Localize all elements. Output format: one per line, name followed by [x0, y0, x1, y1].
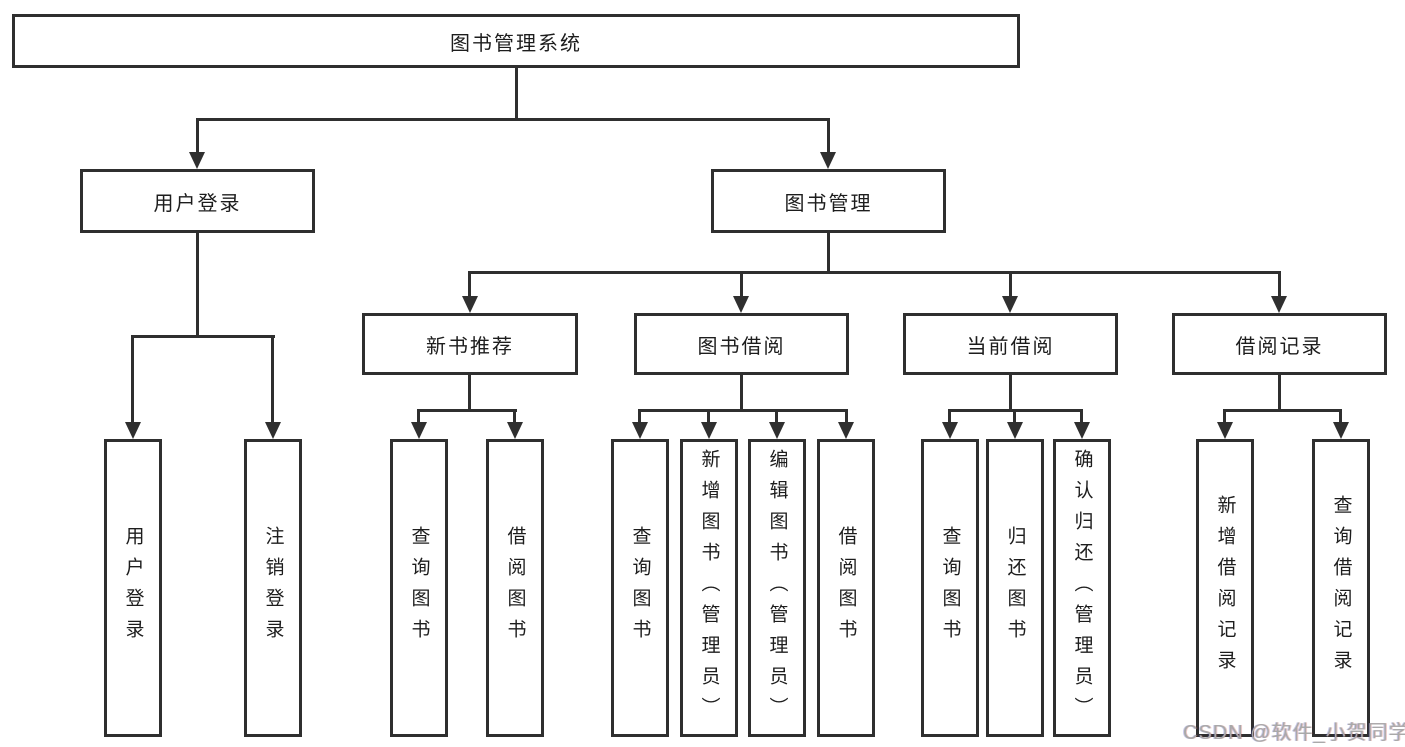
connector-drop-user-login [196, 118, 199, 156]
connector-drop-current-query [948, 409, 951, 425]
arrowhead-logout-icon [265, 422, 281, 439]
leaf-borrowing-borrow-books-label: 借阅图书 [835, 526, 857, 650]
connector-drop-records-query [1339, 409, 1342, 425]
node-current-borrowing: 当前借阅 [903, 313, 1118, 375]
leaf-user-login-label: 用户登录 [122, 526, 144, 650]
leaf-borrowing-edit-books-admin-label: 编辑图书（管理员） [766, 448, 788, 728]
connector-records-bar [1223, 409, 1342, 412]
leaf-logout-label: 注销登录 [262, 526, 284, 650]
leaf-borrowing-edit-books-admin: 编辑图书（管理员） [748, 439, 806, 737]
connector-drop-records-add [1223, 409, 1226, 425]
arrowhead-current-icon [1002, 296, 1018, 313]
arrowhead-new-books-icon [462, 296, 478, 313]
arrowhead-newbooks-query-icon [411, 422, 427, 439]
leaf-newbooks-query-books-label: 查询图书 [408, 526, 430, 650]
connector-borrowing-bar [638, 409, 848, 412]
node-book-borrowing: 图书借阅 [634, 313, 849, 375]
leaf-borrowing-add-books-admin: 新增图书（管理员） [680, 439, 738, 737]
leaf-borrowing-borrow-books: 借阅图书 [817, 439, 875, 737]
watermark: CSDN @软件_小贺同学 [1183, 722, 1405, 744]
leaf-current-return-books-label: 归还图书 [1004, 526, 1026, 650]
connector-drop-borrowing-query [638, 409, 641, 425]
leaf-records-add-borrow-record: 新增借阅记录 [1196, 439, 1254, 737]
connector-newbooks-bar [417, 409, 517, 412]
connector-root-bar [196, 118, 830, 121]
leaf-current-confirm-return-admin: 确认归还（管理员） [1053, 439, 1111, 737]
arrowhead-login-icon [125, 422, 141, 439]
leaf-newbooks-borrow-books: 借阅图书 [486, 439, 544, 737]
arrowhead-book-mgmt-icon [820, 152, 836, 169]
connector-drop-login [131, 335, 134, 425]
connector-records-stem [1278, 375, 1281, 411]
node-root-library-system: 图书管理系统 [12, 14, 1020, 68]
connector-drop-current-return [1013, 409, 1016, 425]
arrowhead-current-confirm-icon [1074, 422, 1090, 439]
arrowhead-borrowing-add-icon [701, 422, 717, 439]
connector-root-stem [515, 68, 518, 120]
leaf-borrowing-query-books-label: 查询图书 [629, 526, 651, 650]
connector-drop-borrowing-add [707, 409, 710, 425]
connector-userlogin-bar [131, 335, 275, 338]
node-new-book-recommendation: 新书推荐 [362, 313, 578, 375]
connector-drop-records [1278, 271, 1281, 301]
leaf-logout: 注销登录 [244, 439, 302, 737]
node-borrowing-records: 借阅记录 [1172, 313, 1387, 375]
leaf-current-confirm-return-admin-label: 确认归还（管理员） [1071, 448, 1093, 728]
leaf-current-query-books-label: 查询图书 [939, 526, 961, 650]
arrowhead-user-login-icon [189, 152, 205, 169]
leaf-newbooks-borrow-books-label: 借阅图书 [504, 526, 526, 650]
node-user-login: 用户登录 [80, 169, 315, 233]
leaf-newbooks-query-books: 查询图书 [390, 439, 448, 737]
connector-drop-logout [271, 335, 274, 425]
leaf-current-return-books: 归还图书 [986, 439, 1044, 737]
arrowhead-borrowing-edit-icon [769, 422, 785, 439]
connector-drop-borrowing-borrow [845, 409, 848, 425]
arrowhead-borrowing-query-icon [632, 422, 648, 439]
leaf-borrowing-add-books-admin-label: 新增图书（管理员） [698, 448, 720, 728]
connector-drop-newbooks-query [417, 409, 420, 425]
arrowhead-records-icon [1271, 296, 1287, 313]
arrowhead-current-return-icon [1007, 422, 1023, 439]
connector-userlogin-stem [196, 233, 199, 338]
leaf-current-query-books: 查询图书 [921, 439, 979, 737]
connector-drop-borrowing [740, 271, 743, 301]
arrowhead-current-query-icon [942, 422, 958, 439]
connector-drop-current-confirm [1080, 409, 1083, 425]
leaf-records-query-borrow-record-label: 查询借阅记录 [1330, 495, 1352, 681]
connector-drop-current [1009, 271, 1012, 301]
connector-drop-new-books [468, 271, 471, 301]
connector-drop-book-mgmt [827, 118, 830, 156]
connector-drop-borrowing-edit [775, 409, 778, 425]
node-book-management: 图书管理 [711, 169, 946, 233]
leaf-records-add-borrow-record-label: 新增借阅记录 [1214, 495, 1236, 681]
arrowhead-records-query-icon [1333, 422, 1349, 439]
connector-bookmgmt-bar [468, 271, 1281, 274]
arrowhead-borrowing-borrow-icon [838, 422, 854, 439]
connector-newbooks-stem [468, 375, 471, 411]
connector-bookmgmt-stem [827, 233, 830, 273]
connector-current-stem [1009, 375, 1012, 411]
arrowhead-borrowing-icon [733, 296, 749, 313]
connector-drop-newbooks-borrow [513, 409, 516, 425]
leaf-records-query-borrow-record: 查询借阅记录 [1312, 439, 1370, 737]
arrowhead-records-add-icon [1217, 422, 1233, 439]
leaf-borrowing-query-books: 查询图书 [611, 439, 669, 737]
connector-borrowing-stem [740, 375, 743, 411]
arrowhead-newbooks-borrow-icon [507, 422, 523, 439]
leaf-user-login: 用户登录 [104, 439, 162, 737]
